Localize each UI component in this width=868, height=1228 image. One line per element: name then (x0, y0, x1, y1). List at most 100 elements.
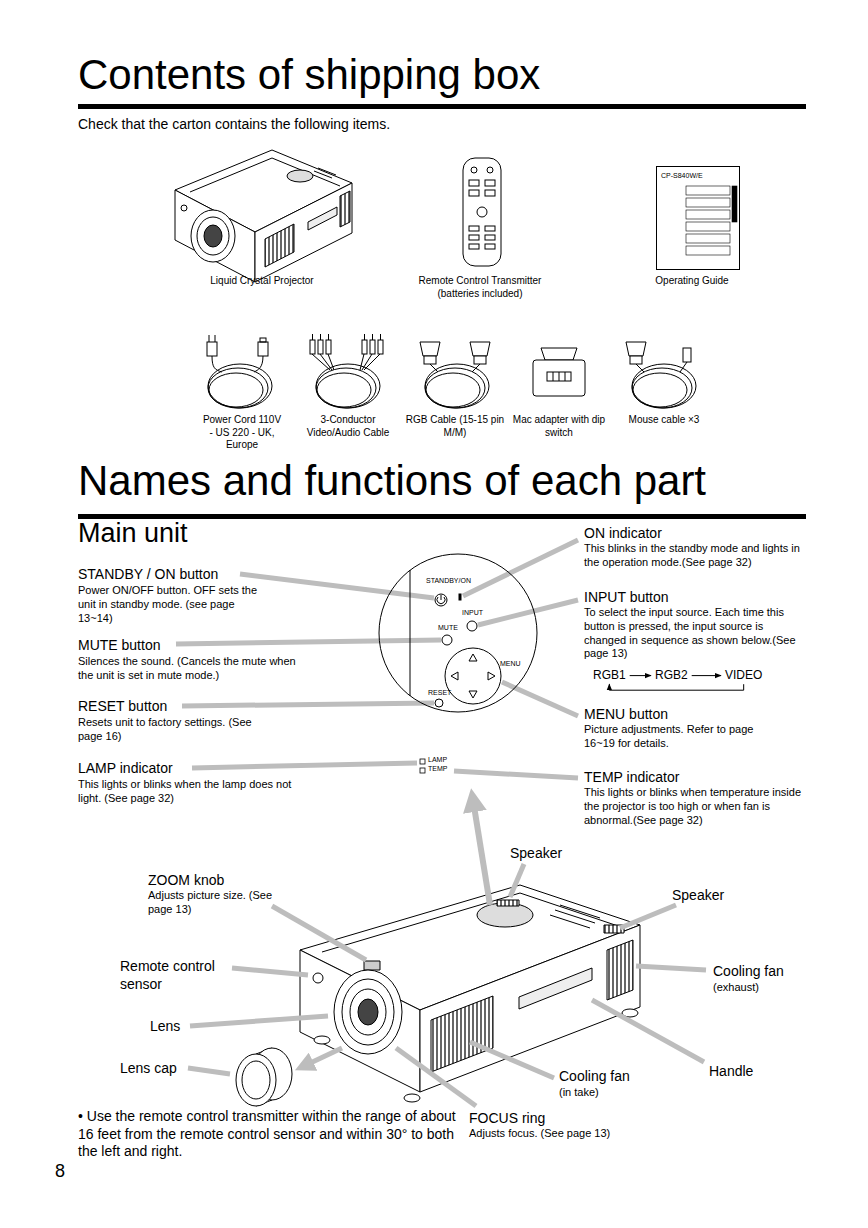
av-cable (362, 340, 367, 354)
remote-control (485, 190, 495, 196)
projector-large (334, 970, 402, 1054)
leader-line (176, 640, 441, 644)
part-name: Cooling fan (713, 963, 784, 981)
projector-large (364, 961, 380, 970)
mac-adapter (565, 372, 566, 381)
power-symbol (437, 595, 445, 604)
page-title: Contents of shipping box (78, 54, 540, 96)
leader-line (190, 1016, 328, 1026)
mac-adapter (547, 372, 571, 381)
leader-line (192, 763, 417, 768)
power-cord (260, 338, 266, 342)
rgb-cable (470, 342, 490, 356)
remote-control (469, 244, 479, 249)
rgb-cable (474, 356, 486, 364)
part-description: Resets unit to factory settings. (See pa… (78, 716, 268, 744)
av-cable (372, 334, 373, 340)
power-cord (207, 342, 217, 356)
panel-button (445, 648, 501, 704)
projector-small (287, 170, 313, 182)
mouse-cable (626, 342, 646, 356)
remote-control (469, 180, 479, 186)
pointer-arrow (304, 1048, 342, 1066)
part-note: (in take) (559, 1086, 599, 1100)
section-heading: Names and functions of each part (78, 460, 706, 502)
input-source: VIDEO (722, 668, 765, 683)
part-description: To select the input source. Each time th… (584, 606, 808, 661)
remote-control (469, 235, 479, 240)
remote-control (471, 167, 477, 173)
av-cable (316, 368, 376, 408)
av-cable (312, 334, 313, 340)
arrow-key (451, 672, 458, 680)
guide-book-pages (686, 198, 730, 207)
part-name: Speaker (510, 845, 562, 863)
heading-rule (78, 104, 806, 109)
projector-small (190, 158, 340, 192)
projector-large (313, 973, 323, 983)
usage-note: • Use the remote control transmitter wit… (78, 1108, 463, 1161)
mouse-cable (626, 342, 696, 408)
projector-small (265, 224, 294, 267)
item-name: 3-Conductor Video/Audio Cable (293, 414, 403, 439)
part-description: This blinks in the standby mode and ligh… (584, 542, 808, 570)
leader-line (463, 540, 578, 596)
rgb-cable (425, 364, 489, 408)
power-cord (212, 356, 222, 372)
leader-line (478, 600, 578, 625)
part-description: Picture adjustments. Refer to page 16~19… (584, 723, 774, 751)
projector-small (308, 207, 337, 230)
guide-book-pages (686, 234, 730, 243)
remote-control (469, 226, 479, 231)
panel-text: MUTE (438, 624, 458, 632)
guide-book-pages (732, 186, 737, 222)
heading-rule (78, 514, 806, 519)
item-name: Mouse cable ×3 (614, 414, 714, 427)
mac-adapter (541, 348, 577, 360)
guide-book-pages (686, 186, 737, 255)
part-name: Lens cap (120, 1060, 177, 1078)
remote-control (477, 207, 487, 217)
rgb-cable (420, 342, 440, 356)
av-cable (310, 334, 383, 408)
part-name: Lens (150, 1018, 180, 1036)
indicator-lamp (420, 759, 425, 764)
part-description: Power ON/OFF button. OFF sets the unit i… (78, 584, 268, 625)
part-name: ZOOM knob (148, 872, 224, 890)
av-cable (310, 340, 315, 354)
power-cord (207, 335, 272, 408)
part-description: Silences the sound. (Cancels the mute wh… (78, 655, 303, 683)
source-name: VIDEO (725, 669, 762, 682)
source-name: RGB2 (655, 669, 688, 682)
rgb-cable (425, 368, 485, 408)
projector-large (350, 989, 386, 1035)
av-cable (378, 340, 383, 354)
av-cable (316, 364, 380, 408)
remote-control (485, 226, 495, 231)
leader-line (272, 906, 366, 960)
projector-small (197, 217, 229, 255)
projector-large (431, 996, 493, 1072)
part-name: ON indicator (584, 525, 662, 543)
item-name: Power Cord 110V - US 220 - UK, Europe (200, 414, 284, 452)
av-cable (370, 340, 375, 354)
part-name: Remote control sensor (120, 958, 232, 993)
power-cord (208, 364, 272, 408)
part-name: FOCUS ring (469, 1110, 545, 1128)
projector-small (175, 150, 352, 282)
projector-small (340, 191, 350, 227)
pointer-arrow (473, 800, 490, 905)
leader-line (232, 968, 308, 975)
leader-line (188, 1068, 230, 1074)
leader-line (454, 771, 578, 778)
power-cord (258, 342, 268, 356)
guide-book-pages (686, 246, 730, 255)
leader-line (502, 682, 578, 716)
input-source: RGB1 (590, 668, 629, 683)
panel-button (442, 635, 452, 645)
part-description: This lights or blinks when the lamp does… (78, 778, 303, 806)
power-cord (209, 335, 210, 342)
part-name: MUTE button (78, 637, 160, 655)
remote-control (485, 235, 495, 240)
